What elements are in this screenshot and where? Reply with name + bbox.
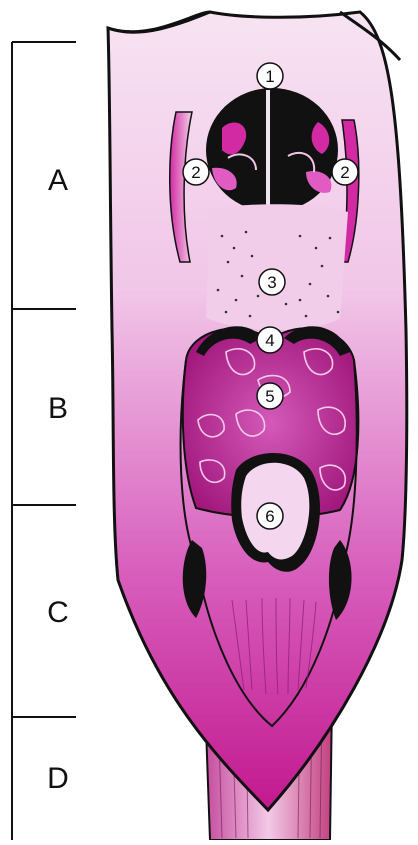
marker-3: 3 [259, 269, 285, 295]
region-label-b: B [38, 392, 78, 426]
svg-text:1: 1 [265, 67, 274, 86]
marker-4: 4 [257, 327, 283, 353]
region-label-d: D [38, 762, 78, 796]
marker-6: 6 [257, 503, 283, 529]
marker-2-left: 2 [183, 159, 209, 185]
marker-5: 5 [257, 383, 283, 409]
marker-1: 1 [257, 63, 283, 89]
marker-2-right: 2 [332, 159, 358, 185]
region-label-a: A [38, 164, 78, 198]
style-region [206, 204, 348, 330]
scale-bar [12, 42, 76, 840]
svg-text:6: 6 [265, 507, 274, 526]
svg-text:2: 2 [340, 163, 349, 182]
stigma-head [206, 88, 338, 212]
svg-text:3: 3 [267, 273, 276, 292]
svg-text:5: 5 [265, 387, 274, 406]
svg-text:2: 2 [191, 163, 200, 182]
svg-text:4: 4 [265, 331, 274, 350]
region-label-c: C [38, 596, 78, 630]
